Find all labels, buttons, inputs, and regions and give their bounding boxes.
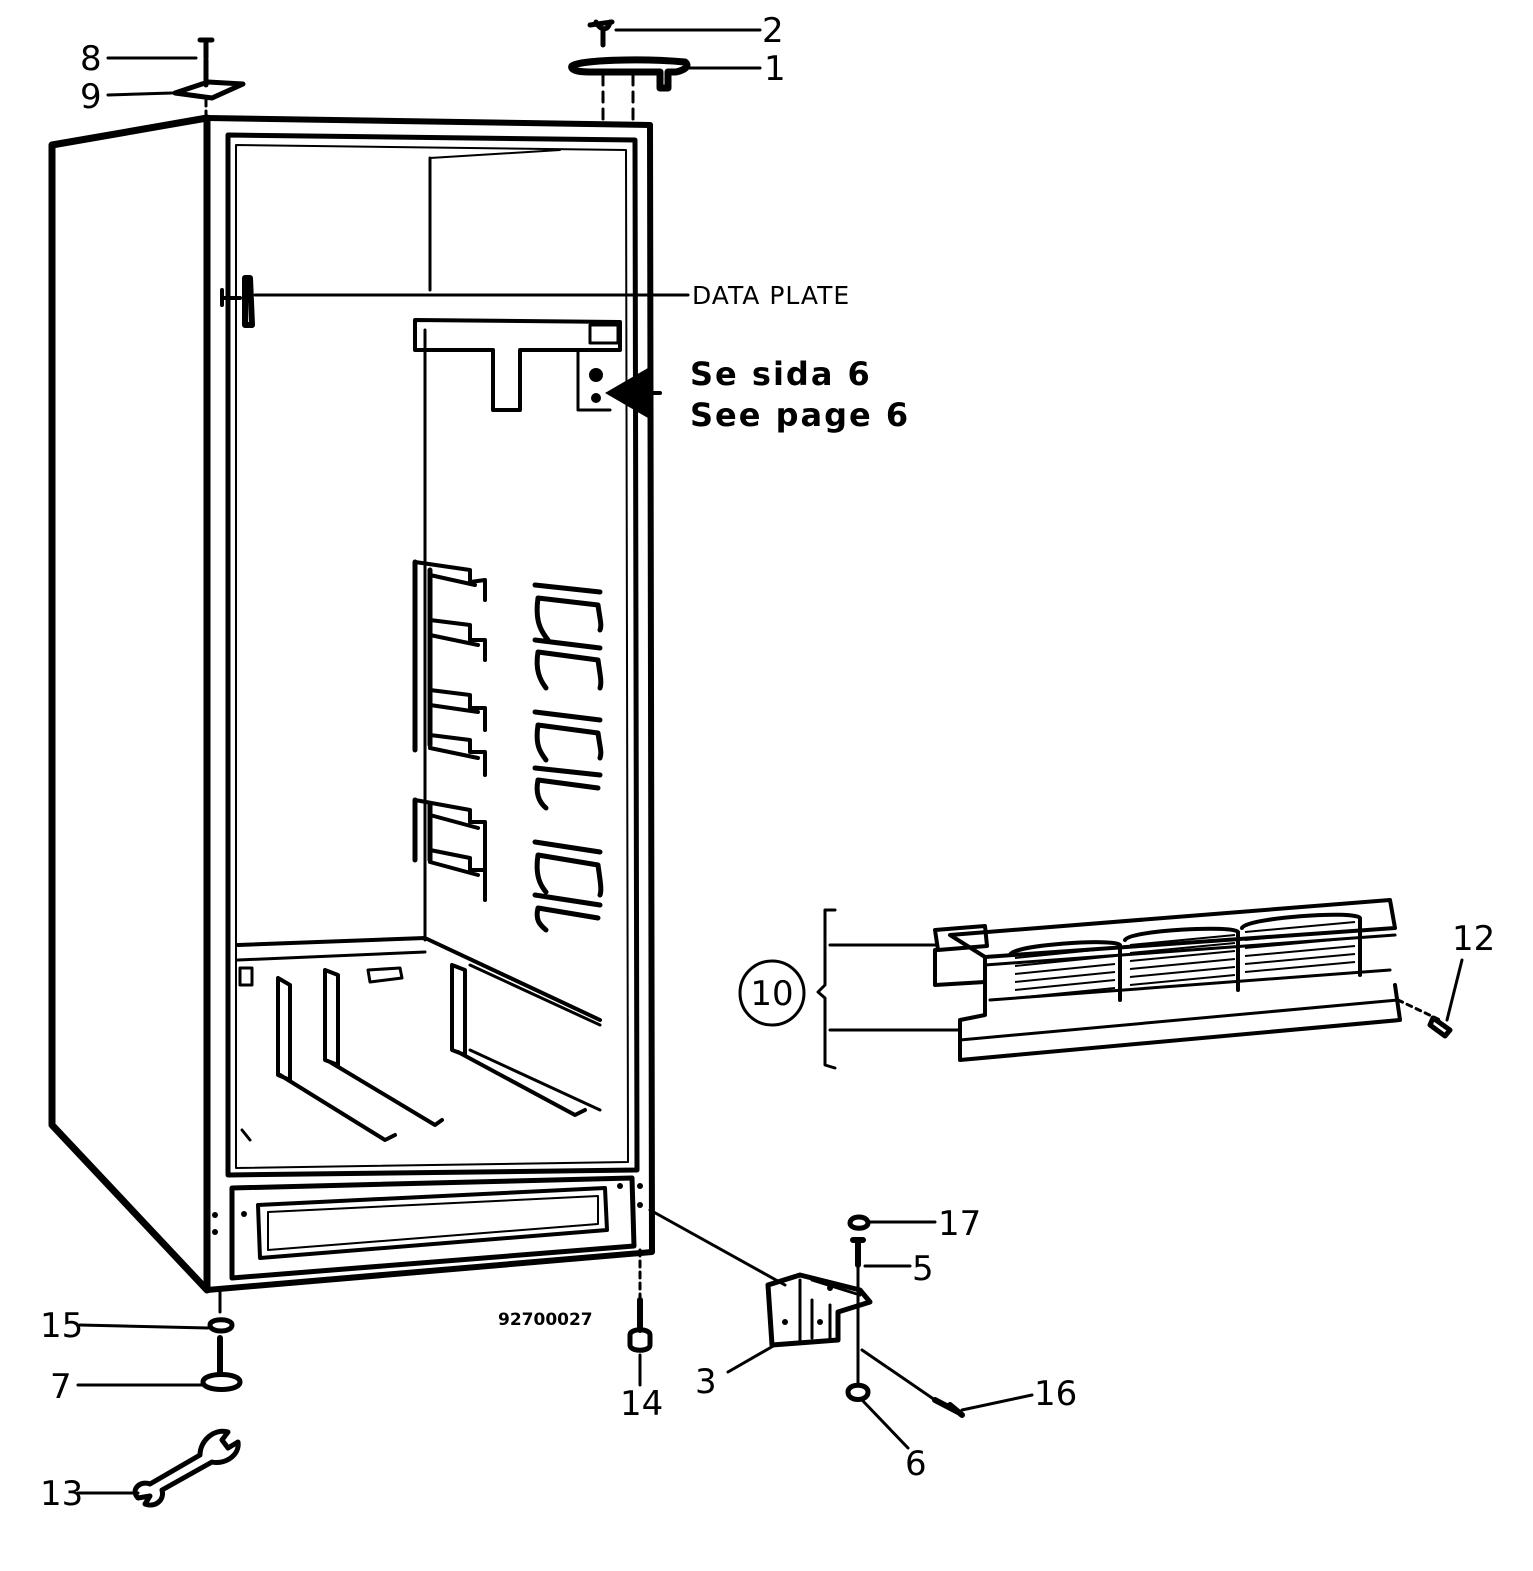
wrench-part-13 [132, 1428, 241, 1508]
bottom-hinge-guide [648, 1208, 787, 1287]
crisper-drawer-part-10 [816, 898, 1402, 1070]
cabinet-liner-inner [235, 144, 629, 1169]
label-part-14: 14 [620, 1384, 663, 1424]
bottom-hinge-part-3 [765, 1272, 873, 1348]
leader-3 [726, 1343, 777, 1374]
label-part-1: 1 [764, 49, 786, 89]
left-shelf-supports [412, 559, 487, 902]
kick-panel [212, 1175, 643, 1281]
spacer-part-15 [207, 1317, 235, 1334]
data-plate-label: DATA PLATE [692, 281, 850, 310]
label-part-16: 16 [1034, 1374, 1077, 1414]
leader-9 [106, 91, 174, 97]
pin-part-5 [850, 1237, 866, 1268]
label-part-12: 12 [1452, 919, 1495, 959]
arrow-see-page-icon [605, 368, 648, 418]
drawing-number: 92700027 [498, 1310, 593, 1330]
leader-16 [960, 1393, 1034, 1412]
label-part-2: 2 [762, 11, 784, 51]
label-part-6: 6 [905, 1444, 927, 1484]
label-part-10: 10 [750, 974, 793, 1014]
bushing-part-6 [845, 1382, 871, 1402]
screw-part-12 [1396, 958, 1464, 1039]
control-housing [413, 318, 622, 412]
leveling-foot-part-14 [627, 1248, 653, 1353]
control-plate [576, 348, 612, 412]
label-part-7: 7 [50, 1367, 72, 1407]
ceiling-edge [429, 149, 561, 159]
hinge-pin-stack [845, 1214, 871, 1402]
cabinet-front-frame [204, 115, 655, 1293]
top-hinge-assembly [172, 19, 691, 124]
foot-part-7 [200, 1372, 243, 1392]
washer-part-17 [847, 1214, 871, 1231]
label-part-5: 5 [912, 1249, 934, 1289]
control-lamp [591, 393, 601, 403]
label-part-17: 17 [938, 1204, 981, 1244]
leader-6 [860, 1398, 910, 1450]
leader-lines [76, 28, 1034, 1495]
see-page-swedish: Se sida 6 [690, 355, 872, 393]
label-part-13: 13 [40, 1474, 83, 1514]
crisper-supports [236, 936, 602, 1142]
control-knob [589, 368, 603, 382]
drawer-leader-lines [828, 943, 960, 1032]
part-labels: 2 1 8 9 12 10 17 5 3 14 16 6 15 7 13 [40, 11, 1495, 1514]
cabinet-liner [225, 132, 640, 1178]
label-part-3: 3 [695, 1362, 717, 1402]
data-plate-clip [220, 275, 255, 328]
top-hinge-part-1 [568, 56, 691, 92]
control-housing-tab [588, 323, 620, 345]
label-part-9: 9 [80, 77, 102, 117]
cabinet-side-panel [48, 114, 211, 1294]
label-part-8: 8 [80, 39, 102, 79]
hinge-guide-lines [601, 73, 635, 124]
hinge-screw-part-2 [587, 19, 615, 48]
left-foot-assembly [200, 1288, 243, 1392]
hole-plug-part-9 [172, 79, 246, 101]
callout-circle-part-10 [738, 959, 806, 1027]
cabinet [48, 114, 655, 1294]
cabinet-top-edge [204, 115, 653, 128]
see-page-english: See page 6 [690, 396, 910, 434]
right-shelf-rails [532, 582, 604, 933]
label-part-15: 15 [40, 1306, 83, 1346]
screw-part-16 [860, 1348, 965, 1418]
leader-15 [78, 1323, 210, 1330]
